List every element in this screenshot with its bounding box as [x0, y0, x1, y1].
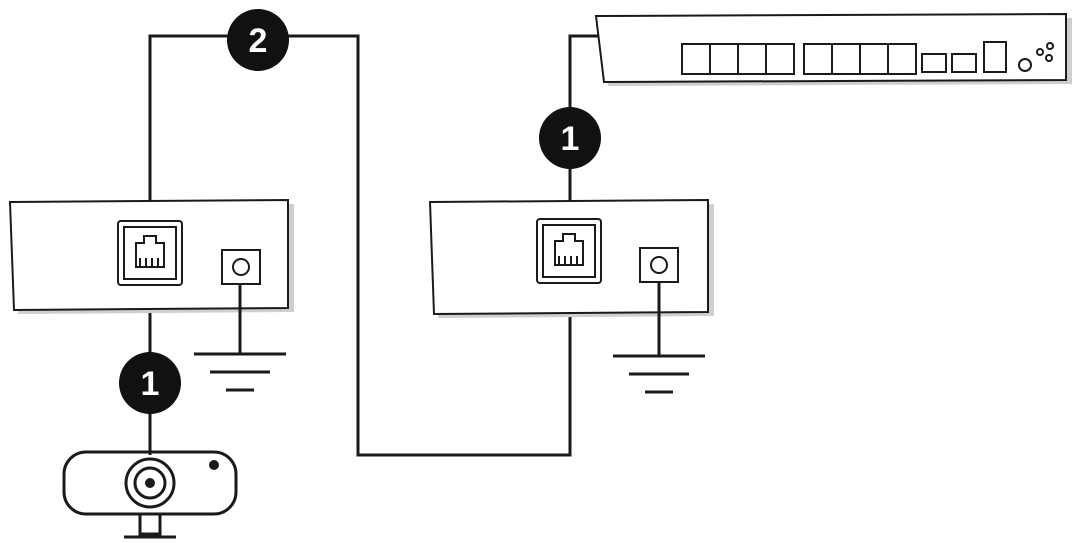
- cable-badge-1-camera: 1: [119, 352, 181, 414]
- ground-symbol-icon: [613, 282, 705, 394]
- extender-right: [428, 198, 714, 318]
- switch-led-indicators: [1018, 42, 1054, 72]
- badge-label-2: 2: [249, 22, 268, 60]
- switch-port-group-2: [803, 43, 917, 75]
- badge-label-1-camera: 1: [141, 365, 160, 403]
- cable-badge-1-switch: 1: [539, 107, 601, 169]
- extender-left: [8, 198, 294, 314]
- switch-port-group-1: [681, 43, 795, 75]
- ground-symbol-icon: [194, 284, 286, 392]
- cable-badge-2: 2: [227, 9, 289, 71]
- switch-console-port: [983, 41, 1007, 73]
- rj45-port-icon: [536, 218, 602, 284]
- ip-camera-icon: [62, 450, 238, 539]
- switch-sfp-ports: [921, 53, 977, 73]
- rj45-port-icon: [117, 220, 183, 286]
- badge-label-1-switch: 1: [561, 120, 580, 158]
- cable-2-link: [148, 34, 572, 457]
- network-switch-icon: [594, 12, 1072, 86]
